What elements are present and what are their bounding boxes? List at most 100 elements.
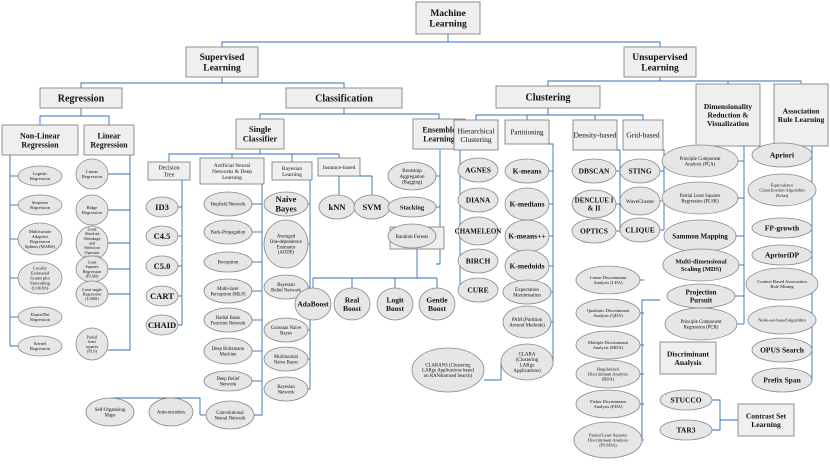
box-reg-frame: [39, 87, 123, 109]
box-clu-frame: [495, 85, 601, 109]
leaf-ae-shape: [148, 397, 194, 427]
leaf-rf: Random Forests: [387, 223, 437, 249]
leaf-bp-shape: [203, 219, 253, 245]
leaf-ae: Auto-encoders: [148, 397, 194, 427]
connector-line-54: [339, 175, 373, 195]
leaf-cure-label: CURE: [467, 286, 488, 295]
leaf-cart: CART: [145, 285, 179, 307]
box-dens: Density-based: [572, 119, 618, 151]
leaf-rbf-shape: [203, 307, 253, 333]
leaf-fda-shape: [575, 389, 641, 419]
leaf-id3: ID3: [145, 196, 179, 218]
leaf-aprioridp-shape: [751, 244, 813, 266]
leaf-kmedoids: K-medoids: [504, 249, 550, 283]
connector-line-47: [308, 180, 311, 390]
leaf-hop-label: Hopfield Network: [210, 203, 246, 208]
box-reg: Regression: [39, 87, 123, 109]
box-ib-label: Instance-based: [323, 165, 356, 171]
leaf-tar3: TAR3: [659, 419, 713, 441]
leaf-rf-label: Random Forests: [396, 235, 429, 240]
leaf-rda-shape: [575, 359, 641, 389]
leaf-partls-shape: [75, 327, 109, 361]
connector-line-36: [254, 184, 263, 416]
leaf-optics-shape: [571, 218, 617, 244]
box-ann-frame: [199, 157, 265, 185]
leaf-cbarm-shape: [745, 267, 819, 301]
leaf-pcr-shape: [664, 307, 738, 341]
box-hc-frame: [453, 119, 499, 151]
leaf-bp-label: Back-Propagation: [211, 231, 246, 236]
leaf-pca-shape: [661, 144, 739, 178]
leaf-logit-shape: [376, 287, 414, 321]
box-clu: Clustering: [495, 85, 601, 109]
leaf-chaid: CHAID: [145, 314, 179, 336]
leaf-aprioridp: AprioriDP: [751, 244, 813, 266]
connector-line-18: [548, 114, 644, 120]
leaf-loess-shape: [17, 261, 63, 295]
connector-line-8: [81, 115, 110, 125]
leaf-plsda-shape: [573, 421, 643, 459]
connector-line-17: [548, 114, 596, 120]
leaf-bbn-shape: [263, 274, 309, 300]
leaf-birch-label: BIRCH: [466, 257, 491, 266]
connector-line-71: [549, 143, 554, 362]
leaf-kmpp: K-means++: [504, 219, 550, 253]
leaf-clique: CLIQUE: [619, 217, 661, 243]
leaf-dbn-shape: [203, 370, 253, 392]
leaf-ada-label: AdaBoost: [297, 300, 329, 309]
leaf-enr-shape: [17, 306, 63, 328]
box-sc-frame: [235, 118, 285, 150]
leaf-kmpp-label: K-means++: [508, 232, 545, 241]
connector-line-16: [526, 114, 548, 120]
leaf-cnn-shape: [205, 400, 255, 430]
leaf-prefix-shape: [751, 367, 813, 393]
leaf-apriori-label: Apriori: [770, 151, 794, 160]
leaf-rf-shape: [387, 223, 437, 249]
connector-line-55: [436, 149, 441, 265]
leaf-fpg: FP-growth: [751, 217, 813, 239]
leaf-c45-shape: [145, 225, 179, 247]
leaf-stucco-shape: [659, 389, 713, 411]
connector-line-11: [168, 149, 261, 162]
leaf-plsr-shape: [661, 181, 739, 215]
leaf-prefix: Prefix Span: [751, 367, 813, 393]
box-ib: Instance-based: [317, 157, 361, 177]
box-reg-label: Regression: [58, 94, 105, 105]
